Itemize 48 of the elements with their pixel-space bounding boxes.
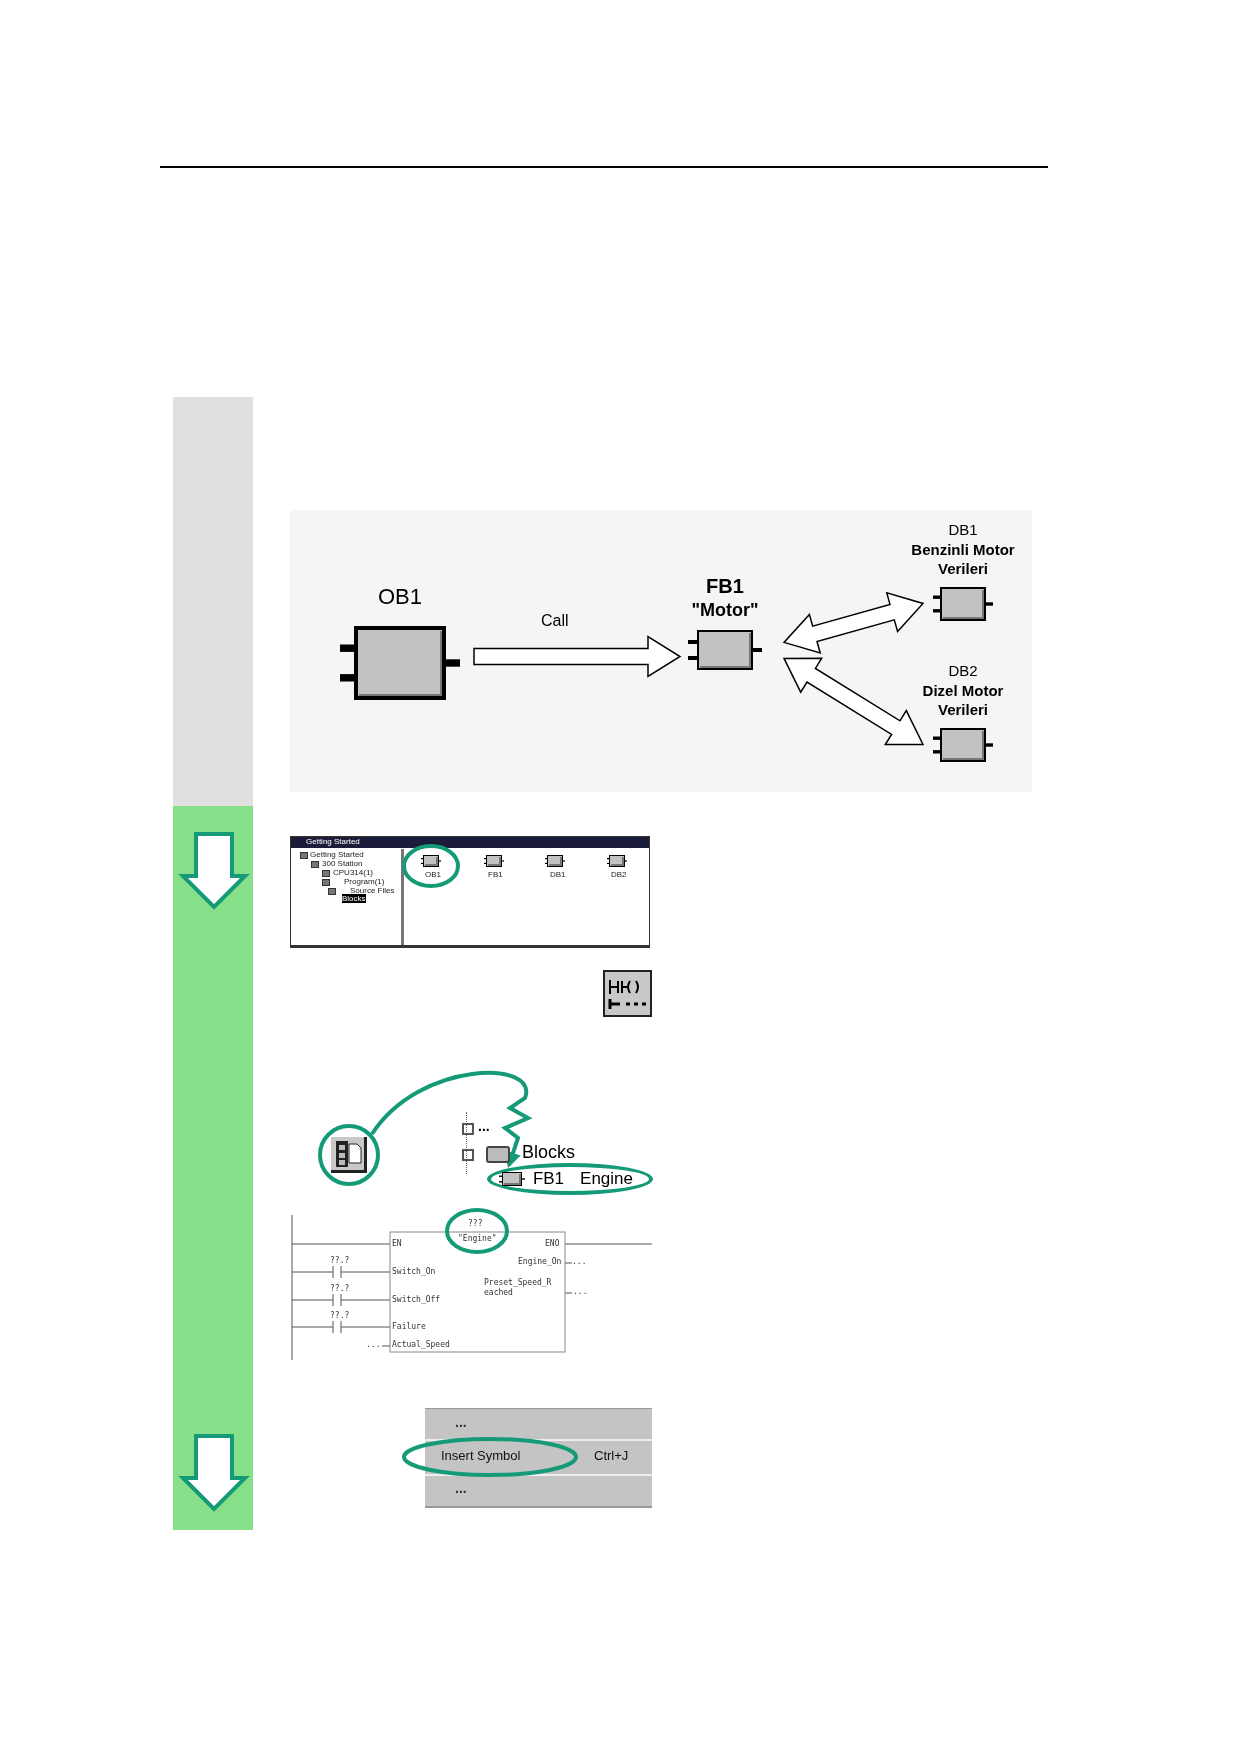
menu-item: Insert Symbol [441, 1448, 521, 1463]
tree-item: CPU314(1) [333, 868, 373, 877]
ellipsis: ... [478, 1118, 490, 1134]
ellipsis: ... [366, 1340, 381, 1349]
menu-item: ... [455, 1414, 467, 1430]
block-name: DB1 [948, 520, 978, 540]
pin-name: EN [392, 1239, 402, 1248]
ellipsis: ... [573, 1287, 588, 1296]
pin-name: Preset_Speed_Reached [484, 1278, 553, 1298]
tree-item: Blocks [522, 1142, 575, 1163]
tree-item: Program(1) [344, 877, 385, 886]
window-title: Getting Started [306, 837, 360, 846]
shortcut-text: Ctrl+J [594, 1448, 629, 1463]
pin-name: ENO [545, 1239, 560, 1248]
block-title: Dizel Motor Verileri [921, 680, 1005, 720]
block-label: OB1 [425, 870, 441, 879]
tree-item: Getting Started [310, 850, 364, 859]
pin-name: Failure [392, 1322, 426, 1331]
block-title: Benzinli Motor Verileri [910, 539, 1016, 579]
highlight-circle [318, 1124, 380, 1186]
block-name: OB1 [378, 583, 422, 611]
menu-item: ... [455, 1480, 467, 1496]
tree-item: Blocks [342, 894, 366, 903]
tree-item: 300 Station [322, 859, 363, 868]
block-label: DB2 [611, 870, 627, 879]
pin-name: Engine_On [518, 1257, 562, 1266]
block-address: ??? [468, 1219, 483, 1228]
highlight-ellipse [487, 1163, 653, 1195]
block-arrow [473, 635, 682, 678]
block-label: FB1 [488, 870, 503, 879]
block-name: FB1 [706, 574, 744, 599]
pin-name: Actual_Speed [392, 1340, 450, 1349]
block-label: DB1 [550, 870, 566, 879]
block-symbol: "Engine" [458, 1234, 497, 1243]
contact-address: ??.? [330, 1311, 350, 1320]
contact-address: ??.? [330, 1284, 350, 1293]
block-arrow [782, 657, 925, 746]
ellipsis: ... [572, 1257, 587, 1266]
tree-item: Source Files [350, 886, 395, 895]
pin-name: Switch_On [392, 1267, 436, 1276]
curved-arrow [370, 1071, 530, 1169]
tree-item: FB1 [532, 1169, 565, 1189]
pin-name: Switch_Off [392, 1295, 441, 1304]
block-name: DB2 [948, 661, 978, 681]
tree-item: Engine [580, 1169, 633, 1189]
block-arrow [782, 591, 925, 655]
block-title: "Motor" [691, 599, 759, 622]
contact-address: ??.? [330, 1256, 350, 1265]
